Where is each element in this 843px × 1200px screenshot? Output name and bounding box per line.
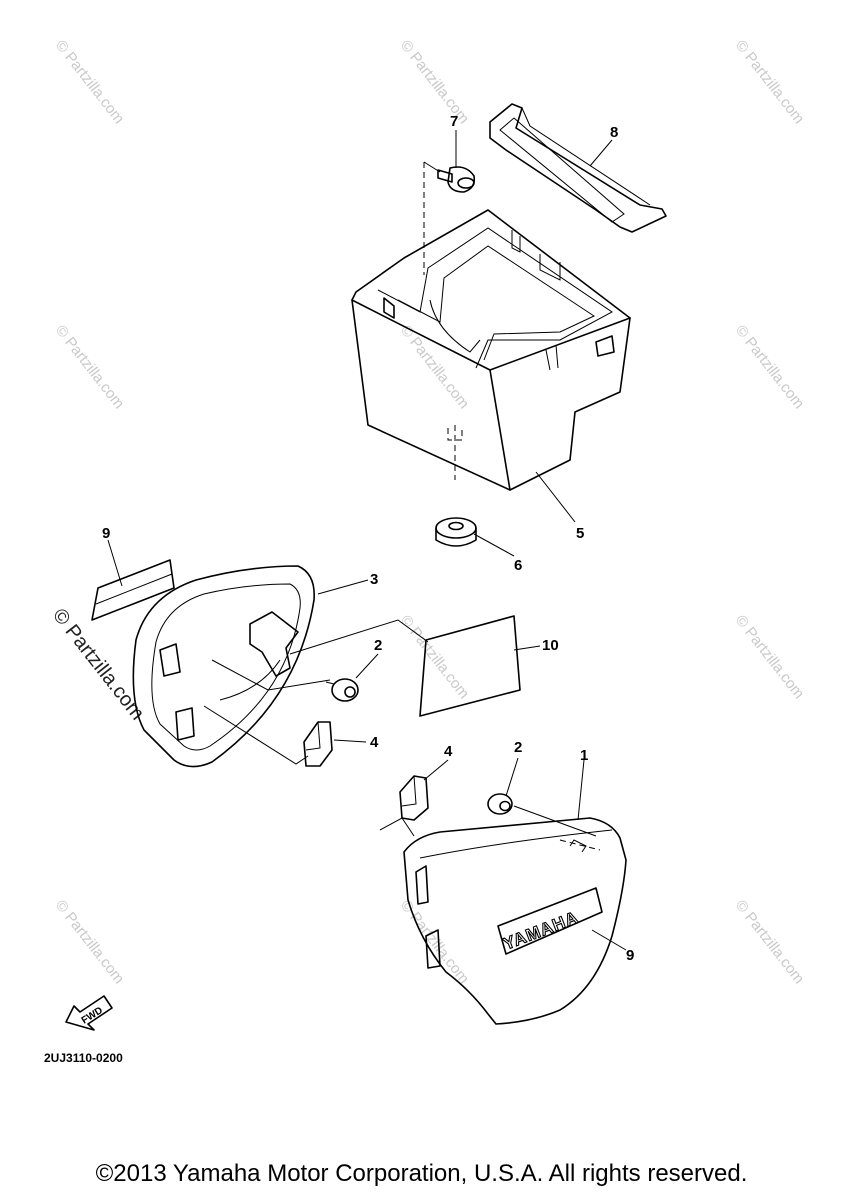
callout-10: 10 (542, 637, 559, 654)
parts-diagram: © Partzilla.com © Partzilla.com © Partzi… (44, 37, 807, 1065)
part-8-battery-band (489, 103, 667, 233)
callout-8: 8 (610, 124, 618, 141)
callout-labels: 7 8 5 6 9 3 2 10 4 4 2 1 9 (102, 113, 634, 964)
part-9-emblem-left (91, 559, 175, 621)
copyright-notice: ©2013 Yamaha Motor Corporation, U.S.A. A… (95, 1160, 748, 1187)
callout-1: 1 (580, 747, 588, 764)
assembly-lines (203, 619, 601, 851)
part-2-grommet-upper (325, 678, 359, 702)
part-4-clip-upper (303, 721, 333, 767)
watermark: © Partzilla.com (397, 612, 473, 702)
watermark: © Partzilla.com (52, 37, 128, 127)
callout-6: 6 (514, 557, 522, 574)
watermark-grid: © Partzilla.com © Partzilla.com © Partzi… (48, 37, 807, 987)
callout-3: 3 (370, 571, 378, 588)
part-5-battery-box (351, 209, 631, 491)
diagram-code: 2UJ3110-0200 (44, 1051, 123, 1065)
fwd-arrow-icon: FWD (65, 995, 113, 1031)
watermark: © Partzilla.com (397, 37, 473, 127)
callout-leaders (107, 130, 627, 951)
callout-9-right: 9 (626, 947, 634, 964)
watermark: © Partzilla.com (732, 37, 808, 127)
callout-5: 5 (576, 525, 584, 542)
callout-4-upper: 4 (370, 734, 379, 751)
callout-4-lower: 4 (444, 743, 453, 760)
watermark: © Partzilla.com (732, 322, 808, 412)
callout-7: 7 (450, 113, 458, 130)
part-6-damper (435, 517, 477, 547)
yamaha-emblem: YAMAHA (501, 908, 582, 954)
callout-9-left: 9 (102, 525, 110, 542)
part-7-bolt (423, 161, 476, 275)
part-1-side-cover: YAMAHA (403, 817, 627, 1025)
callout-2-upper: 2 (374, 637, 382, 654)
watermark: © Partzilla.com (732, 612, 808, 702)
fwd-label: FWD (80, 1005, 105, 1026)
watermark: © Partzilla.com (732, 897, 808, 987)
watermark: © Partzilla.com (397, 897, 473, 987)
watermark: © Partzilla.com (52, 322, 128, 412)
callout-2-lower: 2 (514, 739, 522, 756)
part-3-cover-frame (132, 565, 315, 768)
part-10-sheet (419, 615, 521, 717)
part-2-grommet-lower (487, 793, 513, 815)
part-4-clip-lower (399, 775, 429, 821)
watermark: © Partzilla.com (397, 322, 473, 412)
watermark: © Partzilla.com (52, 897, 128, 987)
